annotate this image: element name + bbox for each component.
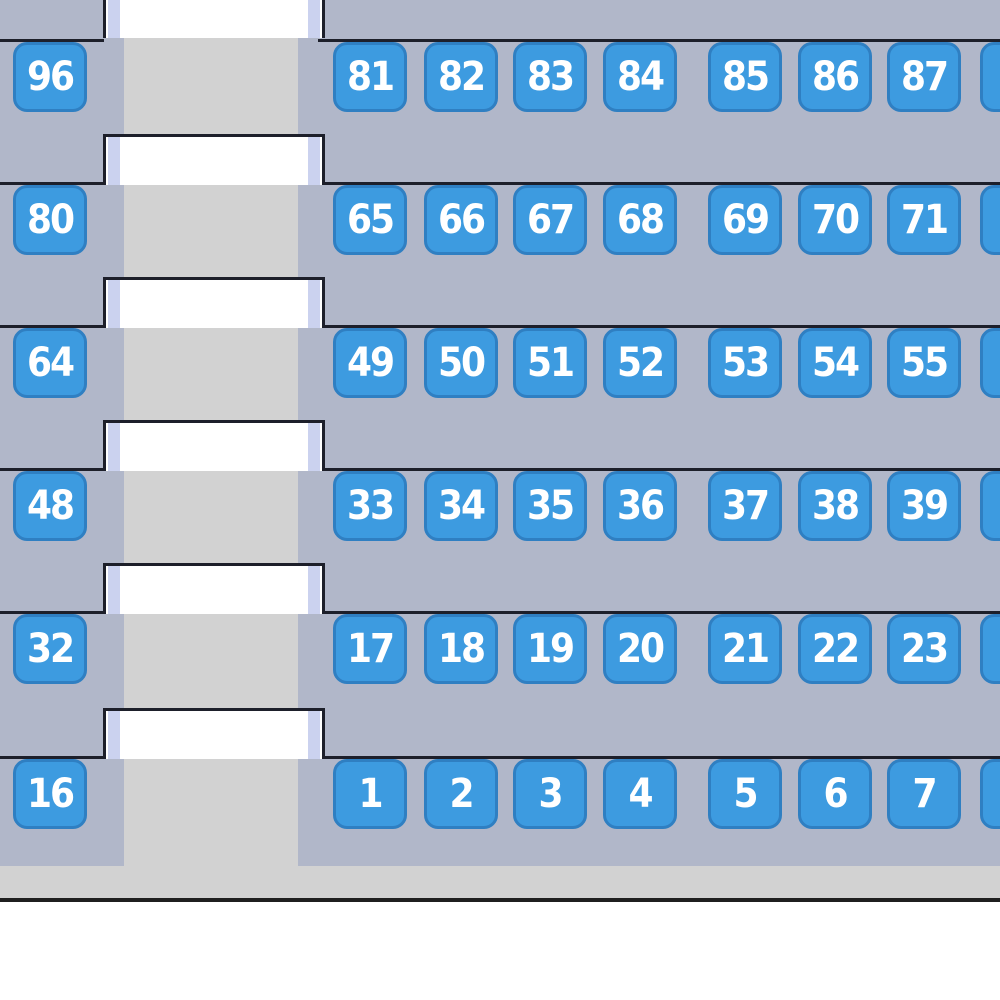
seat-button[interactable]: 5 [708, 759, 782, 829]
aisle-marker [103, 708, 325, 759]
seat-button[interactable]: 38 [798, 471, 872, 541]
main-seat-bay [298, 0, 1000, 866]
seat-button[interactable]: 66 [424, 185, 498, 255]
seat-button[interactable]: 22 [798, 614, 872, 684]
seat-button[interactable]: 8 [980, 759, 1000, 829]
seat-button[interactable]: 33 [333, 471, 407, 541]
seat-button[interactable]: 23 [887, 614, 961, 684]
seat-button[interactable]: 7 [887, 759, 961, 829]
seat-button[interactable]: 87 [887, 42, 961, 112]
row-divider [0, 468, 104, 471]
seat-button[interactable]: 1 [333, 759, 407, 829]
seat-button[interactable]: 36 [603, 471, 677, 541]
seat-button[interactable]: 20 [603, 614, 677, 684]
seat-button[interactable]: 7 [980, 185, 1000, 255]
seat-button[interactable]: 82 [424, 42, 498, 112]
row-divider [0, 325, 104, 328]
seat-button[interactable]: 8 [980, 42, 1000, 112]
seat-button[interactable]: 19 [513, 614, 587, 684]
row-divider [318, 611, 1000, 614]
seat-button[interactable]: 50 [424, 328, 498, 398]
row-divider [0, 182, 104, 185]
seat-button[interactable]: 4 [603, 759, 677, 829]
seat-button[interactable]: 18 [424, 614, 498, 684]
seat-button[interactable]: 17 [333, 614, 407, 684]
seat-button[interactable]: 67 [513, 185, 587, 255]
seat-button[interactable]: 21 [708, 614, 782, 684]
seat-button[interactable]: 49 [333, 328, 407, 398]
seat-button[interactable]: 4 [980, 471, 1000, 541]
row-divider [318, 182, 1000, 185]
seat-button[interactable]: 71 [887, 185, 961, 255]
seat-button[interactable]: 81 [333, 42, 407, 112]
row-divider [318, 325, 1000, 328]
row-divider [0, 39, 104, 42]
seat-button[interactable]: 3 [513, 759, 587, 829]
seat-button[interactable]: 48 [13, 471, 87, 541]
seat-button[interactable]: 34 [424, 471, 498, 541]
aisle-marker [103, 0, 325, 38]
seat-button[interactable]: 6 [798, 759, 872, 829]
seat-button[interactable]: 51 [513, 328, 587, 398]
seat-button[interactable]: 54 [798, 328, 872, 398]
seat-button[interactable]: 32 [13, 614, 87, 684]
seat-button[interactable]: 70 [798, 185, 872, 255]
aisle-marker [103, 277, 325, 328]
aisle-marker [103, 420, 325, 471]
seat-button[interactable]: 80 [13, 185, 87, 255]
row-divider [318, 468, 1000, 471]
seat-button[interactable]: 64 [13, 328, 87, 398]
seat-button[interactable]: 84 [603, 42, 677, 112]
seat-button[interactable]: 69 [708, 185, 782, 255]
aisle-marker [103, 134, 325, 185]
seat-button[interactable]: 55 [887, 328, 961, 398]
seat-button[interactable]: 5 [980, 328, 1000, 398]
seat-button[interactable]: 65 [333, 185, 407, 255]
seat-button[interactable]: 2 [980, 614, 1000, 684]
row-divider [0, 756, 104, 759]
seat-button[interactable]: 52 [603, 328, 677, 398]
row-divider [0, 611, 104, 614]
seat-button[interactable]: 35 [513, 471, 587, 541]
bottom-border [0, 898, 1000, 902]
seat-button[interactable]: 96 [13, 42, 87, 112]
seat-button[interactable]: 83 [513, 42, 587, 112]
seat-button[interactable]: 2 [424, 759, 498, 829]
seat-button[interactable]: 39 [887, 471, 961, 541]
aisle-marker [103, 563, 325, 614]
seat-button[interactable]: 53 [708, 328, 782, 398]
seat-button[interactable]: 86 [798, 42, 872, 112]
seat-button[interactable]: 37 [708, 471, 782, 541]
seat-button[interactable]: 68 [603, 185, 677, 255]
seat-button[interactable]: 85 [708, 42, 782, 112]
seat-button[interactable]: 16 [13, 759, 87, 829]
row-divider [318, 756, 1000, 759]
row-divider [318, 39, 1000, 42]
